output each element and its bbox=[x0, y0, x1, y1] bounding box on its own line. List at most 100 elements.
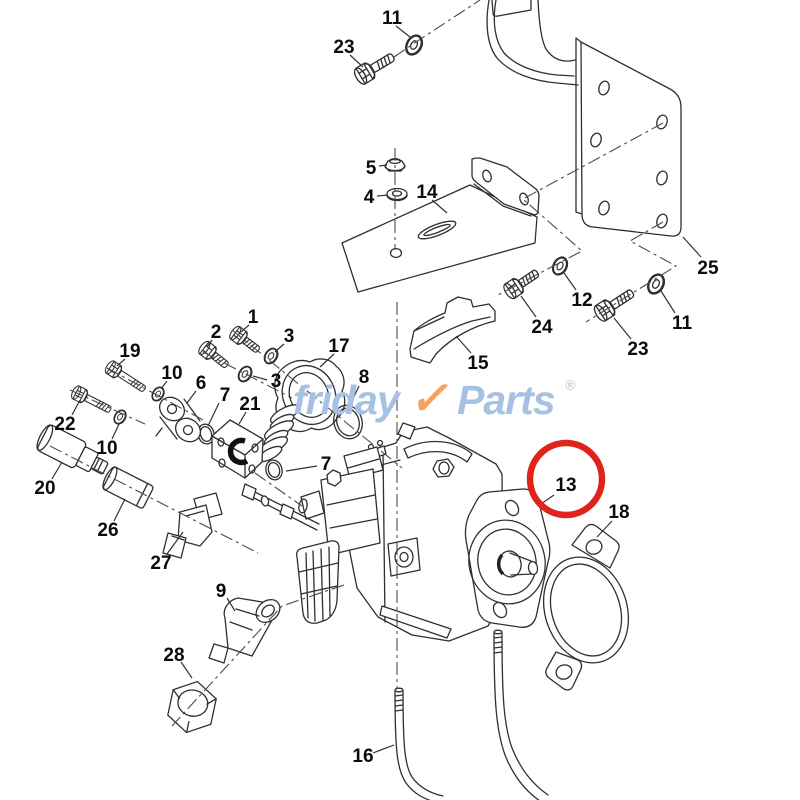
leader-line-16 bbox=[372, 744, 395, 754]
flat-washer-4 bbox=[386, 187, 408, 202]
callout-24: 24 bbox=[531, 317, 553, 338]
highlight-circle-13 bbox=[526, 439, 606, 519]
washer-3b bbox=[237, 365, 253, 383]
callout-11: 11 bbox=[382, 8, 403, 29]
washer-3a bbox=[263, 347, 279, 365]
leader-line-22 bbox=[71, 399, 81, 416]
callout-10: 10 bbox=[161, 363, 182, 384]
leader-line-18 bbox=[596, 520, 613, 538]
callout-13: 13 bbox=[555, 475, 576, 496]
leader-line-5 bbox=[378, 164, 388, 167]
axis-line-6 bbox=[69, 389, 146, 425]
leader-line-8 bbox=[348, 385, 360, 408]
callout-3: 3 bbox=[284, 326, 295, 347]
leader-line-3 bbox=[274, 343, 285, 353]
leader-line-28 bbox=[180, 661, 193, 679]
o-ring-8 bbox=[333, 404, 363, 440]
callout-28: 28 bbox=[163, 645, 184, 666]
valve-20 bbox=[36, 424, 109, 475]
axis-line-5 bbox=[106, 367, 206, 422]
axis-line-7 bbox=[49, 445, 259, 554]
flange-17 bbox=[257, 358, 346, 463]
leader-line-11 bbox=[660, 290, 676, 314]
axis-line-1 bbox=[497, 122, 664, 296]
leader-line-26 bbox=[113, 498, 126, 522]
axis-line-2 bbox=[585, 221, 678, 323]
cap-nut-28 bbox=[167, 680, 217, 734]
bracket-14 bbox=[341, 157, 540, 293]
leader-line-24 bbox=[520, 295, 537, 318]
callout-23: 23 bbox=[627, 339, 648, 360]
callout-16: 16 bbox=[352, 746, 373, 767]
callout-2: 2 bbox=[211, 322, 222, 343]
axis-line-4 bbox=[202, 351, 293, 399]
callout-7: 7 bbox=[321, 454, 332, 475]
leader-line-20 bbox=[51, 461, 63, 480]
callout-10: 10 bbox=[96, 438, 117, 459]
block-21 bbox=[211, 419, 264, 479]
svg-text:friday ✓ Parts: friday ✓ Parts ® bbox=[293, 372, 576, 424]
callout-15: 15 bbox=[467, 353, 489, 374]
leader-line-10 bbox=[160, 380, 168, 390]
leader-line-3 bbox=[252, 375, 268, 381]
callout-27: 27 bbox=[150, 553, 171, 574]
leader-line-14 bbox=[431, 199, 448, 214]
gasket-18 bbox=[542, 523, 630, 691]
callout-6: 6 bbox=[196, 373, 207, 394]
bolt-22 bbox=[71, 385, 112, 413]
callout-11: 11 bbox=[672, 313, 693, 334]
callout-9: 9 bbox=[216, 581, 227, 602]
leader-line-27 bbox=[166, 531, 184, 555]
watermark-text-parts: Parts bbox=[457, 377, 555, 423]
callout-1: 1 bbox=[248, 307, 259, 328]
leader-line-19 bbox=[116, 358, 126, 367]
axis-line-8 bbox=[171, 584, 345, 727]
callout-23: 23 bbox=[333, 37, 354, 58]
bolt-23-top bbox=[353, 53, 395, 85]
leader-line-4 bbox=[376, 194, 389, 197]
callout-8: 8 bbox=[359, 367, 370, 388]
leader-line-7 bbox=[207, 402, 220, 427]
watermark-logo: friday ✓ Parts ® bbox=[293, 372, 577, 424]
leader-line-7 bbox=[285, 465, 318, 472]
axis-line-11 bbox=[254, 472, 303, 507]
axis-line-0 bbox=[393, 0, 481, 58]
callout-12: 12 bbox=[571, 290, 592, 311]
wedge-plate-15 bbox=[409, 296, 496, 364]
callout-26: 26 bbox=[97, 520, 118, 541]
leader-line-23 bbox=[349, 54, 364, 68]
watermark-text-friday: friday bbox=[293, 377, 402, 423]
washer-12 bbox=[551, 256, 569, 276]
bolt-2 bbox=[198, 340, 229, 369]
bellows-17 bbox=[257, 404, 301, 463]
leader-line-12 bbox=[563, 272, 577, 291]
leader-line-17 bbox=[319, 353, 335, 368]
axis-line-3 bbox=[231, 329, 403, 469]
washer-11-right bbox=[647, 273, 666, 295]
callout-19: 19 bbox=[119, 341, 140, 362]
leader-line-21 bbox=[238, 411, 247, 425]
washer-10b bbox=[113, 409, 127, 425]
o-ring-7b bbox=[265, 459, 283, 481]
bolt-19 bbox=[104, 360, 146, 392]
leader-line-2 bbox=[206, 339, 213, 348]
watermark-swoosh-icon: ✓ bbox=[409, 372, 448, 424]
leader-line-10 bbox=[111, 423, 120, 440]
bolt-24 bbox=[503, 269, 540, 300]
coupling-6 bbox=[155, 396, 202, 443]
callout-5: 5 bbox=[366, 158, 377, 179]
callout-25: 25 bbox=[697, 258, 719, 279]
leader-line-6 bbox=[186, 390, 197, 404]
pump-13 bbox=[241, 422, 551, 642]
callout-7: 7 bbox=[220, 385, 231, 406]
leader-line-25 bbox=[682, 236, 702, 258]
bracket-25 bbox=[486, 0, 682, 237]
callout-4: 4 bbox=[364, 187, 375, 208]
spacer-26 bbox=[102, 466, 154, 509]
leader-line-9 bbox=[226, 597, 236, 612]
washer-11-top bbox=[405, 34, 424, 56]
callout-14: 14 bbox=[416, 182, 438, 203]
callout-20: 20 bbox=[34, 478, 55, 499]
